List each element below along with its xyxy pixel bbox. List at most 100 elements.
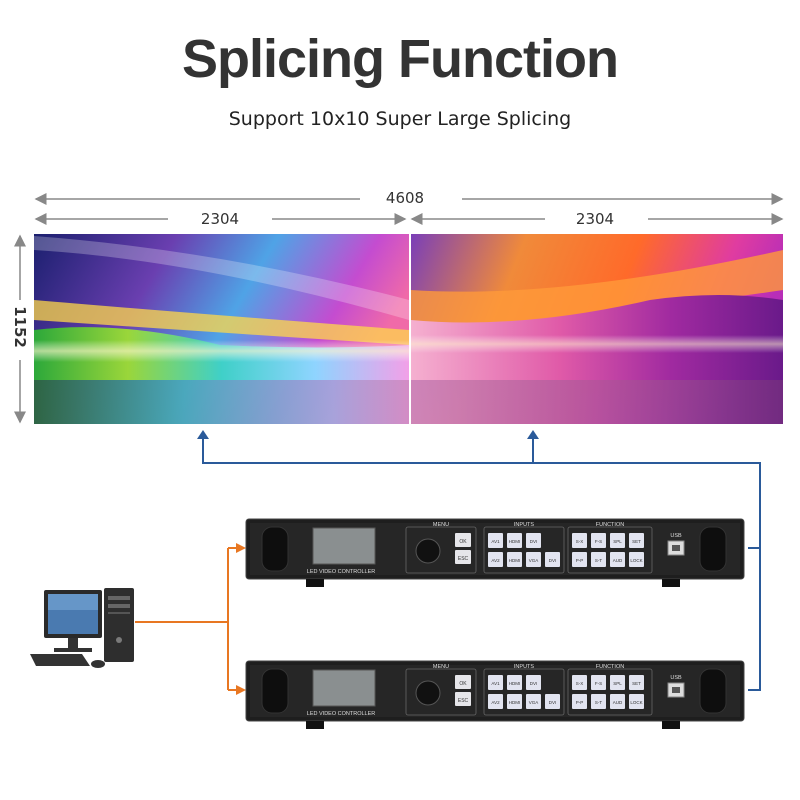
model-label: LED VIDEO CONTROLLER bbox=[307, 711, 375, 717]
menu-panel bbox=[405, 668, 477, 716]
input-key bbox=[488, 675, 503, 690]
pc-signal-lines bbox=[135, 543, 246, 695]
function-key bbox=[572, 533, 587, 548]
function-key bbox=[591, 694, 606, 709]
function-key bbox=[610, 694, 625, 709]
function-key-label: F-S bbox=[595, 681, 602, 686]
menu-label: MENU bbox=[433, 664, 449, 670]
function-panel bbox=[567, 526, 653, 574]
function-key bbox=[610, 675, 625, 690]
menu-key-label: ESC bbox=[458, 698, 469, 704]
menu-key bbox=[455, 533, 471, 547]
menu-key bbox=[455, 692, 471, 706]
page-subtitle: Support 10x10 Super Large Splicing bbox=[228, 108, 572, 130]
rack-handle-icon bbox=[261, 526, 289, 572]
function-key bbox=[629, 552, 644, 567]
input-key bbox=[545, 552, 560, 567]
input-key-label: HDMI bbox=[509, 681, 521, 686]
function-key bbox=[591, 675, 606, 690]
lcd-display bbox=[312, 527, 376, 565]
function-panel bbox=[567, 668, 653, 716]
function-key-label: S-X bbox=[576, 539, 584, 544]
function-key-label: SET bbox=[632, 539, 641, 544]
input-key bbox=[507, 533, 522, 548]
function-key bbox=[629, 533, 644, 548]
input-key bbox=[526, 675, 541, 690]
controller-foot bbox=[306, 721, 324, 729]
function-key bbox=[591, 552, 606, 567]
inputs-panel bbox=[483, 526, 565, 574]
input-key bbox=[507, 552, 522, 567]
input-key bbox=[507, 694, 522, 709]
function-key-label: F-S bbox=[595, 539, 602, 544]
input-key bbox=[488, 533, 503, 548]
input-key-label: VGA bbox=[529, 558, 539, 563]
input-key bbox=[488, 552, 503, 567]
signal-lines bbox=[197, 430, 761, 691]
menu-key-label: OK bbox=[459, 681, 467, 687]
rack-handle-icon bbox=[261, 668, 289, 714]
function-key bbox=[572, 694, 587, 709]
menu-key-label: OK bbox=[459, 539, 467, 545]
input-key bbox=[526, 552, 541, 567]
function-key-label: SPL bbox=[613, 539, 622, 544]
input-key bbox=[526, 694, 541, 709]
menu-key bbox=[455, 675, 471, 689]
page-title: Splicing Function bbox=[182, 29, 619, 89]
led-screen-left bbox=[34, 234, 409, 424]
left-width-label: 2304 bbox=[200, 210, 240, 228]
usb-label: USB bbox=[670, 675, 682, 681]
menu-knob bbox=[415, 538, 441, 564]
function-label: FUNCTION bbox=[596, 664, 624, 670]
function-key bbox=[572, 552, 587, 567]
function-key-label: S-X bbox=[576, 681, 584, 686]
input-key-label: DVI bbox=[549, 558, 557, 563]
menu-label: MENU bbox=[433, 522, 449, 528]
input-key-label: AV1 bbox=[491, 539, 500, 544]
rack-handle-icon bbox=[699, 668, 727, 714]
inputs-label: INPUTS bbox=[514, 664, 535, 670]
function-key-label: LOCK bbox=[630, 700, 642, 705]
dimension-lines bbox=[14, 193, 784, 424]
model-label: LED VIDEO CONTROLLER bbox=[307, 569, 375, 575]
input-key-label: DVI bbox=[549, 700, 557, 705]
inputs-panel bbox=[483, 668, 565, 716]
function-key bbox=[610, 533, 625, 548]
controller-foot bbox=[662, 579, 680, 587]
inputs-label: INPUTS bbox=[514, 522, 535, 528]
input-key bbox=[526, 533, 541, 548]
menu-knob bbox=[415, 680, 441, 706]
function-key-label: LOCK bbox=[630, 558, 642, 563]
input-key bbox=[507, 675, 522, 690]
right-width-label: 2304 bbox=[575, 210, 615, 228]
menu-panel bbox=[405, 526, 477, 574]
function-key-label: P-P bbox=[576, 700, 584, 705]
input-key-label: DVI bbox=[530, 539, 538, 544]
function-key-label: S-T bbox=[595, 558, 603, 563]
function-key-label: AUD bbox=[613, 700, 623, 705]
controller-foot bbox=[306, 579, 324, 587]
lcd-display bbox=[312, 669, 376, 707]
input-key-label: VGA bbox=[529, 700, 539, 705]
function-key-label: SPL bbox=[613, 681, 622, 686]
function-key-label: AUD bbox=[613, 558, 623, 563]
input-key-label: AV2 bbox=[491, 558, 500, 563]
rack-handle-icon bbox=[699, 526, 727, 572]
function-key bbox=[610, 552, 625, 567]
function-key bbox=[591, 533, 606, 548]
input-key-label: AV1 bbox=[491, 681, 500, 686]
menu-key-label: ESC bbox=[458, 556, 469, 562]
input-key bbox=[488, 694, 503, 709]
controller-foot bbox=[662, 721, 680, 729]
usb-label: USB bbox=[670, 533, 682, 539]
function-key bbox=[629, 675, 644, 690]
function-label: FUNCTION bbox=[596, 522, 624, 528]
menu-key bbox=[455, 550, 471, 564]
function-key-label: P-P bbox=[576, 558, 584, 563]
total-width-label: 4608 bbox=[370, 189, 440, 207]
function-key-label: SET bbox=[632, 681, 641, 686]
input-key bbox=[545, 694, 560, 709]
led-video-controller-2: LED VIDEO CONTROLLER MENU OK ESC INPUTS AV1 HD… bbox=[245, 660, 745, 729]
